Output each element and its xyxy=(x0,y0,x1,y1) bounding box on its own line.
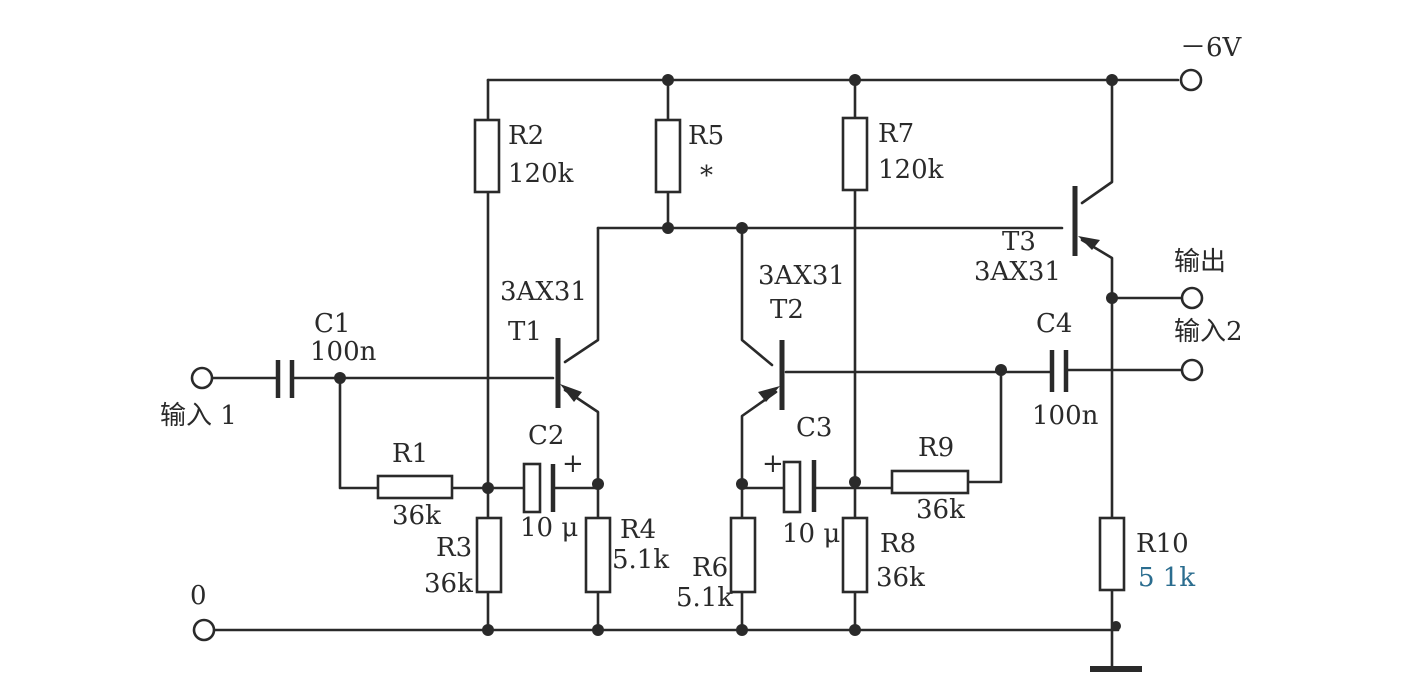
c3-ref: C3 xyxy=(796,413,832,443)
r4-ref: R4 xyxy=(620,515,656,545)
resistor-r1-body xyxy=(376,474,454,500)
output-terminal[interactable] xyxy=(1180,286,1204,310)
c1-ref: C1 xyxy=(314,309,350,339)
capacitor-c4-symbol xyxy=(1049,350,1069,392)
transistor-t1-symbol xyxy=(555,338,582,408)
resistor-r4-body xyxy=(584,516,612,594)
ground-symbol xyxy=(1090,666,1142,672)
resistor-r6-body xyxy=(729,516,757,594)
r1-ref: R1 xyxy=(392,439,428,469)
c2-value: 10 μ xyxy=(520,513,578,543)
r5-ref: R5 xyxy=(688,121,724,151)
capacitor-c1-symbol xyxy=(275,360,295,398)
t3-ref: T3 xyxy=(1002,227,1036,257)
t1-model: 3AX31 xyxy=(500,277,587,307)
resistors xyxy=(376,116,1126,594)
labels: －6V 0 输入 1 输入2 输出 R2 120k R5 * R7 120k R… xyxy=(160,33,1243,613)
resistor-r2-body xyxy=(473,118,501,194)
input1-label: 输入 1 xyxy=(160,401,237,431)
c2-ref: C2 xyxy=(528,421,564,451)
t2-model: 3AX31 xyxy=(758,261,845,291)
t2-ref: T2 xyxy=(770,295,804,325)
r4-value: 5.1k xyxy=(612,545,669,575)
r6-value: 5.1k xyxy=(676,583,733,613)
r10-value: 5 1k xyxy=(1138,563,1195,593)
r1-value: 36k xyxy=(392,501,441,531)
output-label: 输出 xyxy=(1174,247,1226,277)
c2-polarity: + xyxy=(562,449,584,479)
transistors xyxy=(555,186,1100,410)
transistor-t2-symbol xyxy=(758,340,785,410)
resistor-r10-body xyxy=(1098,516,1126,592)
transistor-t3-symbol xyxy=(1072,186,1100,256)
r2-ref: R2 xyxy=(508,121,544,151)
r8-ref: R8 xyxy=(880,529,916,559)
t1-ref: T1 xyxy=(508,317,542,347)
resistor-r8-body xyxy=(841,516,869,594)
terminals xyxy=(190,68,1204,642)
supply-label: －6V xyxy=(1180,33,1243,63)
capacitor-c3-symbol xyxy=(782,460,817,514)
capacitor-c2-symbol xyxy=(522,462,556,514)
ground-label: 0 xyxy=(190,581,207,611)
supply-terminal[interactable] xyxy=(1179,68,1203,92)
r9-ref: R9 xyxy=(918,433,954,463)
ground-terminal[interactable] xyxy=(192,618,216,642)
r7-value: 120k xyxy=(878,155,944,185)
r3-value: 36k xyxy=(424,569,473,599)
r6-ref: R6 xyxy=(692,553,728,583)
capacitors xyxy=(275,350,1069,514)
r7-ref: R7 xyxy=(878,119,914,149)
resistor-r9-body xyxy=(890,469,970,495)
t3-model: 3AX31 xyxy=(974,257,1061,287)
r10-ref: R10 xyxy=(1136,529,1189,559)
resistor-r5-body xyxy=(654,118,682,194)
r2-value: 120k xyxy=(508,159,574,189)
c1-value: 100n xyxy=(310,337,377,367)
c3-value: 10 μ xyxy=(782,519,840,549)
resistor-r7-body xyxy=(841,116,869,192)
input2-terminal[interactable] xyxy=(1180,358,1204,382)
c4-value: 100n xyxy=(1032,401,1099,431)
input1-terminal[interactable] xyxy=(190,366,214,390)
c3-polarity: + xyxy=(762,449,784,479)
c4-ref: C4 xyxy=(1036,309,1072,339)
resistor-r3-body xyxy=(475,516,503,594)
junctions xyxy=(334,74,1121,636)
input2-label: 输入2 xyxy=(1174,317,1243,347)
r9-value: 36k xyxy=(916,495,965,525)
r8-value: 36k xyxy=(876,563,925,593)
r5-value: * xyxy=(700,161,713,191)
r3-ref: R3 xyxy=(436,533,472,563)
